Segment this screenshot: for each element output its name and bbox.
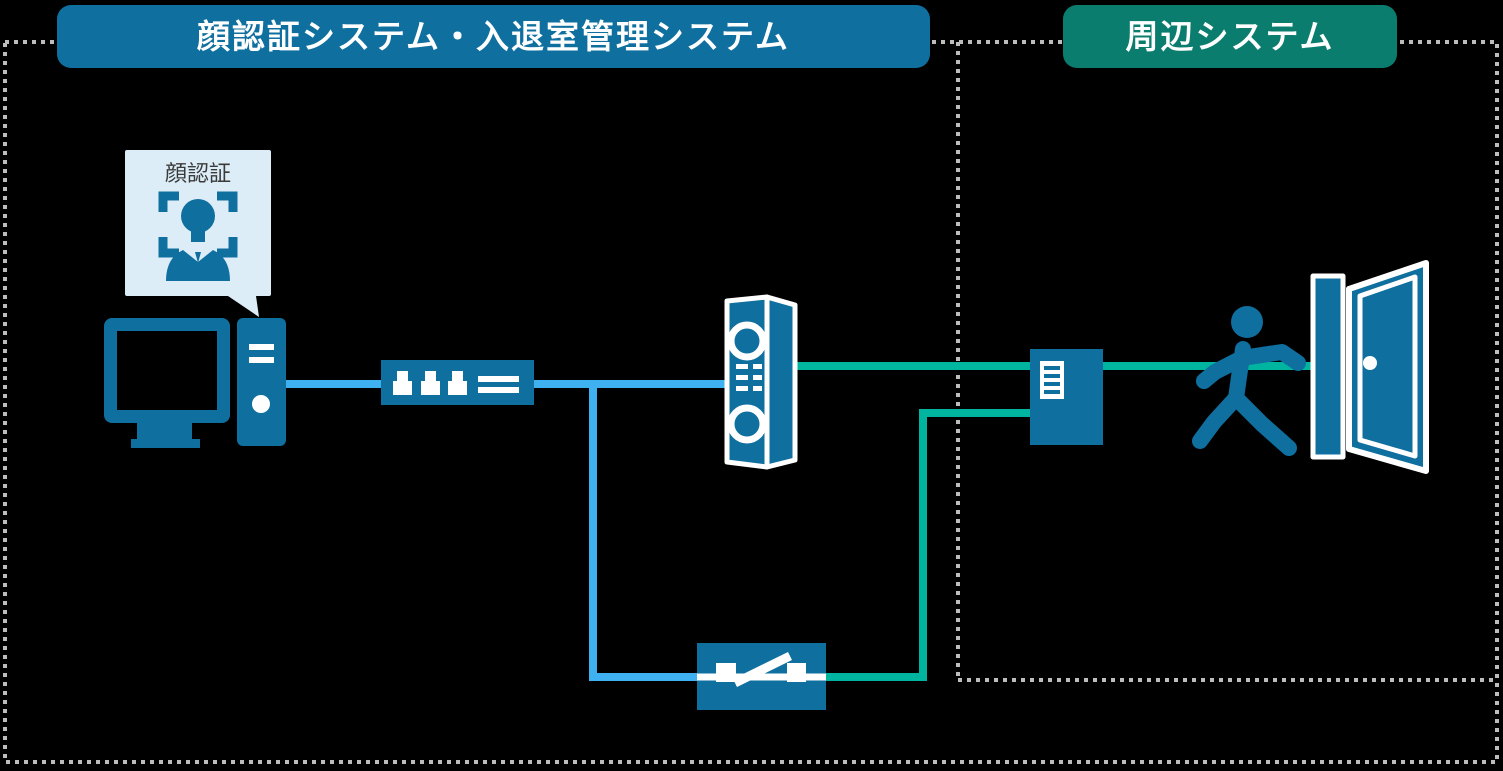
relay-contact-left xyxy=(716,663,736,682)
server-drive-bottom xyxy=(727,404,767,444)
person-arm-front xyxy=(1234,344,1306,371)
bubble-tail xyxy=(228,296,259,317)
lan-line-branch-to-relay xyxy=(589,384,700,681)
scan-bracket-top-left xyxy=(158,191,179,212)
access-controller-icon xyxy=(1030,349,1103,445)
door-panel xyxy=(1357,274,1418,459)
walking-person-icon xyxy=(1192,306,1306,456)
server-side xyxy=(764,294,798,470)
pc-tower-slot-1 xyxy=(249,344,274,350)
controller-card-lines xyxy=(1044,366,1060,394)
face-head xyxy=(181,199,215,233)
bubble-label: 顔認証 xyxy=(164,161,231,186)
server-vent-grid xyxy=(736,364,762,391)
relay-contact-right xyxy=(787,663,806,682)
desktop-computer-icon xyxy=(104,318,286,448)
switch-led-bar-1 xyxy=(478,376,519,382)
door-knob xyxy=(1363,356,1377,370)
face-shoulders xyxy=(166,250,230,281)
face-neck xyxy=(191,228,205,242)
switch-ports xyxy=(393,371,467,395)
face-tie xyxy=(195,252,201,263)
scan-bracket-bottom-left xyxy=(158,237,179,258)
door-leaf xyxy=(1346,260,1429,474)
pc-tower-slot-2 xyxy=(249,357,274,363)
face-scan-icon xyxy=(158,191,238,281)
server-drive-top xyxy=(727,321,767,361)
peripheral-region-header: 周辺システム xyxy=(1063,5,1397,68)
scan-bracket-top-right xyxy=(217,191,238,212)
server-icon xyxy=(724,294,798,470)
network-switch-icon xyxy=(381,360,534,405)
switch-led-bar-2 xyxy=(478,387,519,393)
pc-tower xyxy=(237,318,286,446)
door-frame xyxy=(1310,273,1346,460)
door-icon xyxy=(1310,260,1429,474)
relay-lever xyxy=(733,651,792,688)
connection-lines xyxy=(270,362,1330,681)
relay-switch-icon xyxy=(697,643,826,710)
monitor-screen xyxy=(117,331,217,410)
face-recognition-bubble xyxy=(125,150,271,317)
control-line-relay-to-controller xyxy=(826,409,1035,681)
region-peripheral-border xyxy=(956,42,1497,682)
scan-bracket-bottom-right xyxy=(217,237,238,258)
pc-tower-power-button xyxy=(252,395,270,413)
person-head xyxy=(1231,306,1263,338)
person-leg-front xyxy=(1192,390,1244,449)
person-arm-back xyxy=(1196,350,1250,389)
monitor-base xyxy=(131,439,200,448)
monitor-neck xyxy=(137,421,192,439)
main-region-header: 顔認証システム・入退室管理システム xyxy=(57,5,930,68)
person-leg-back xyxy=(1228,390,1297,456)
